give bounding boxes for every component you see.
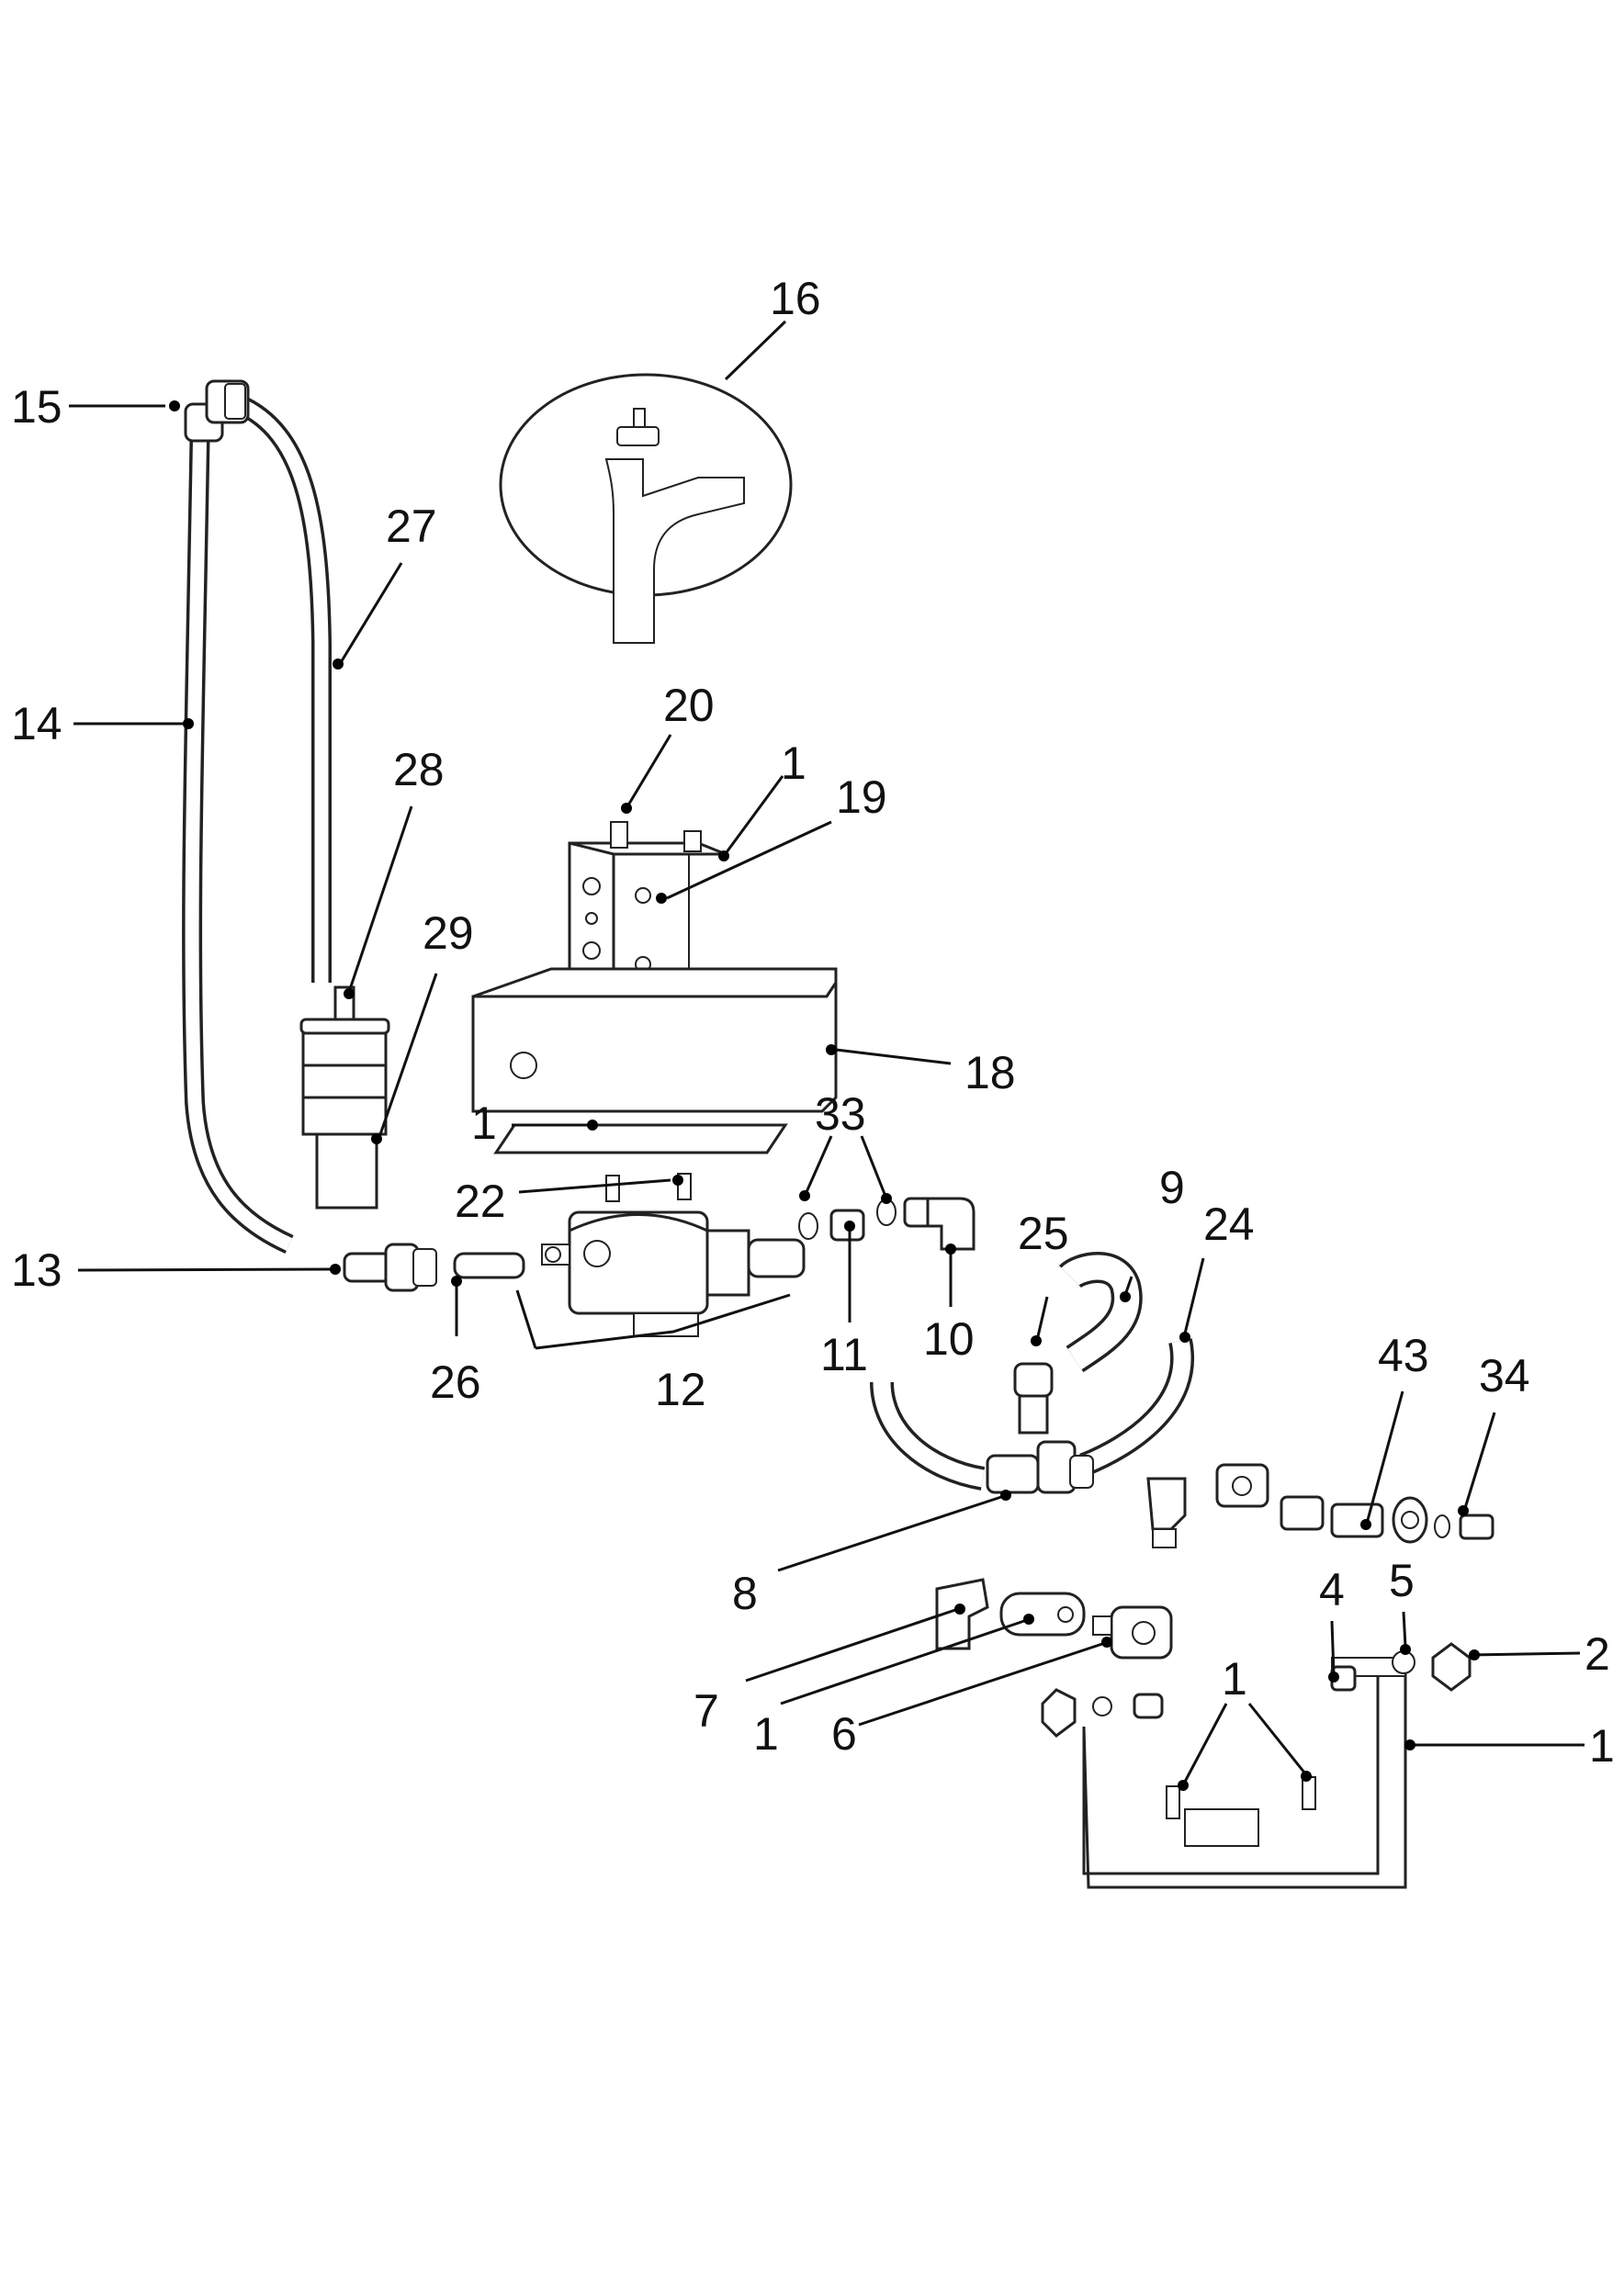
callout-9: 9: [1159, 1162, 1185, 1213]
fittings-33-11-10: [798, 1197, 976, 1251]
tee-8-25: [986, 1362, 1094, 1494]
callout-34: 34: [1479, 1350, 1530, 1401]
hose-14: [182, 412, 294, 1255]
callout-43: 43: [1378, 1330, 1429, 1381]
callout-10: 10: [923, 1313, 975, 1365]
callout-18: 18: [964, 1047, 1016, 1098]
callout-28: 28: [393, 744, 445, 795]
valve-group-43-34: [1146, 1463, 1494, 1548]
hose-9: [1058, 1252, 1143, 1373]
handle-bracket: [1082, 1657, 1407, 1889]
tube-26: [453, 1252, 525, 1279]
callout-27: 27: [386, 501, 437, 552]
detail-ellipse-16: [499, 373, 793, 644]
plate-1-small: [999, 1592, 1086, 1637]
callout-7: 7: [694, 1685, 719, 1737]
callout-16: 16: [770, 273, 821, 324]
callout-20: 20: [663, 680, 715, 731]
callout-5: 5: [1389, 1555, 1415, 1606]
callout-13: 13: [11, 1244, 62, 1296]
callout-1-plate: 1: [471, 1097, 497, 1149]
callout-1-handle: 1: [1589, 1720, 1615, 1772]
cover-18: [471, 967, 838, 1113]
pump-12: [541, 1210, 806, 1337]
callout-8: 8: [732, 1568, 758, 1619]
callout-2: 2: [1585, 1628, 1610, 1680]
callout-4: 4: [1319, 1564, 1345, 1615]
hose-left-tee: [870, 1381, 986, 1491]
callout-1-top: 1: [781, 737, 806, 789]
callout-19: 19: [836, 771, 887, 823]
switch-6: [1092, 1605, 1173, 1660]
plate-1: [493, 1123, 788, 1154]
callout-22: 22: [455, 1176, 506, 1227]
hose-24: [1079, 1338, 1194, 1477]
knobs-2-4-5: [1041, 1642, 1472, 1738]
callout-6: 6: [831, 1708, 857, 1760]
bracket-top: [568, 821, 727, 987]
callout-29: 29: [423, 907, 474, 959]
callout-1-screws: 1: [1222, 1653, 1247, 1705]
callout-14: 14: [11, 698, 62, 749]
callout-33: 33: [815, 1088, 866, 1140]
callout-25: 25: [1018, 1208, 1069, 1259]
leader-lines: [69, 320, 1585, 1783]
callout-24: 24: [1203, 1199, 1255, 1250]
hose-27: [234, 394, 332, 983]
callout-11: 11: [820, 1329, 868, 1380]
filter-28: [299, 985, 390, 1210]
callout-1-small-plate: 1: [753, 1708, 779, 1760]
fitting-13: [343, 1243, 437, 1292]
screws-22: [605, 1173, 692, 1202]
callout-12: 12: [655, 1364, 706, 1415]
elbow-7: [935, 1578, 989, 1650]
callout-26: 26: [430, 1356, 481, 1408]
callout-labels: 15 16 27 14 20 1 19 28 29 18 1 33 22 9 2…: [11, 273, 1615, 1772]
elbow-15: [184, 379, 250, 443]
callout-dots: [169, 400, 1480, 1791]
callout-15: 15: [11, 381, 62, 433]
